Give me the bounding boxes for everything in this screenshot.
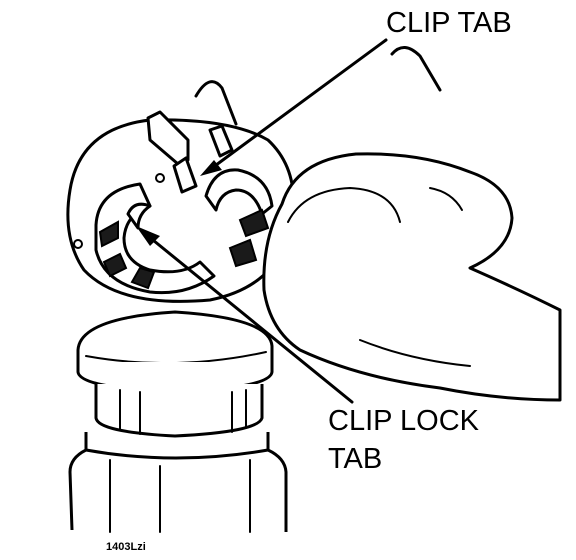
finger bbox=[194, 46, 562, 402]
leader-clip-tab bbox=[200, 38, 388, 176]
label-clip-tab: CLIP TAB bbox=[386, 7, 512, 39]
arrowhead-clip-tab bbox=[200, 160, 222, 176]
label-clip-lock-tab-line1: CLIP LOCK bbox=[328, 405, 480, 437]
housing-body bbox=[68, 310, 288, 533]
arrowhead-clip-lock-tab bbox=[136, 226, 160, 246]
retainer-clip bbox=[66, 110, 296, 303]
leader-clip-lock-tab bbox=[136, 226, 354, 404]
label-clip-lock-tab-line2: TAB bbox=[328, 443, 382, 475]
figure-number: 1403Lzi bbox=[106, 541, 146, 553]
